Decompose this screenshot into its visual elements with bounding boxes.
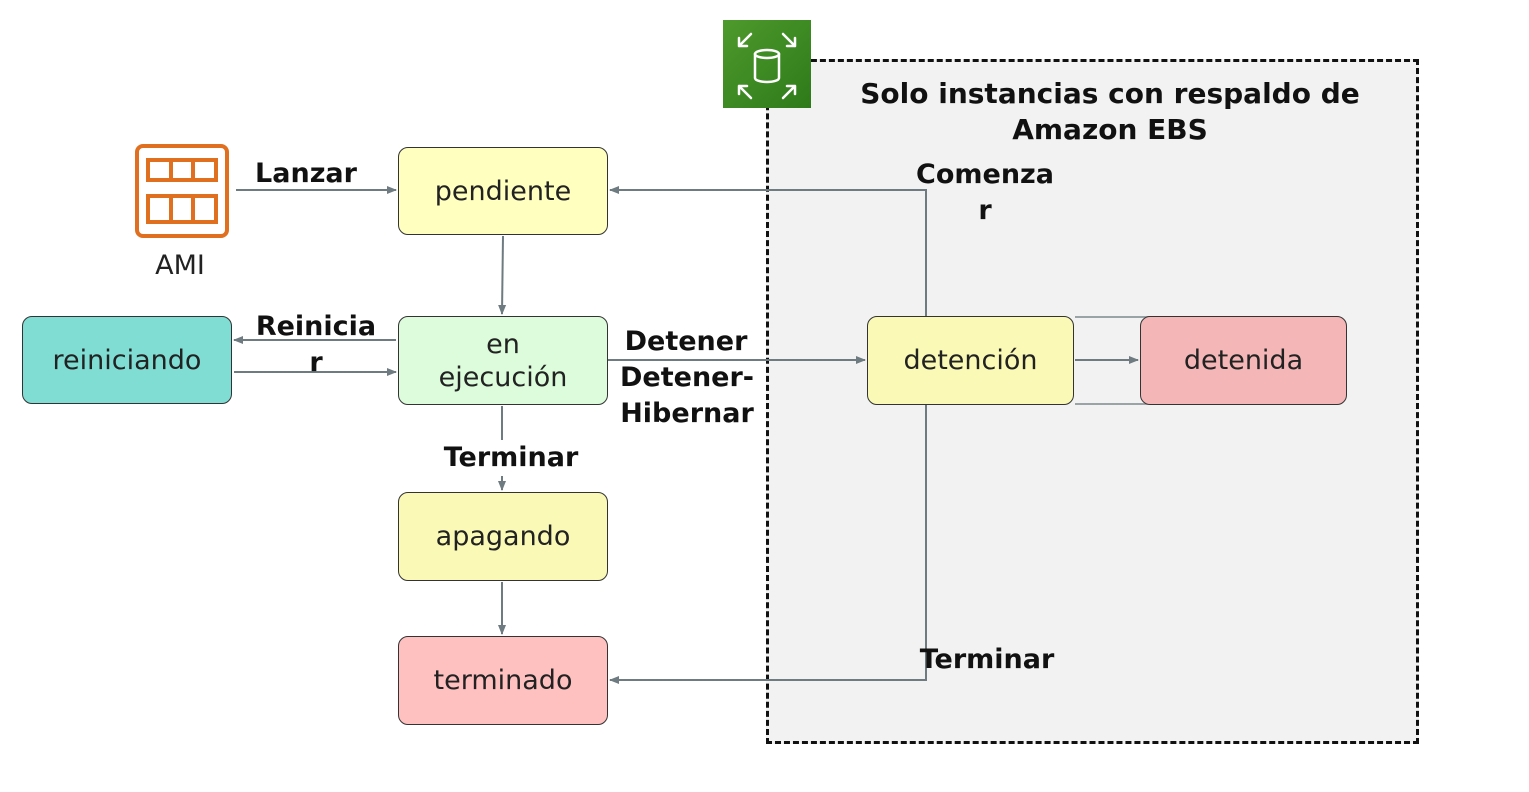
ebs-volume-icon [723, 20, 811, 108]
ami-icon [134, 143, 230, 239]
terminate-stopped-label: Terminar [919, 644, 1055, 675]
state-shutting-down: apagando [398, 492, 608, 581]
start-arrow [609, 186, 927, 316]
terminate-stopped-arrow [609, 405, 927, 684]
pending-to-running-arrow [498, 235, 507, 315]
terminate-running-label: Terminar [436, 440, 586, 476]
state-pending: pendiente [398, 147, 608, 235]
state-running: en ejecución [398, 316, 608, 405]
stop-hibernate-label: Detener-Hibernar [620, 362, 754, 429]
stop-label: Detener [624, 326, 748, 357]
reboot-label: Reiniciar [255, 311, 377, 378]
state-terminated: terminado [398, 636, 608, 725]
ami-label: AMI [155, 250, 205, 281]
start-label: Comenzar [916, 159, 1054, 226]
region-title: Solo instancias con respaldo de Amazon E… [860, 77, 1360, 146]
state-stopped: detenida [1140, 316, 1347, 405]
state-rebooting: reiniciando [22, 316, 232, 404]
state-stopping: detención [867, 316, 1074, 405]
launch-label: Lanzar [255, 158, 357, 189]
